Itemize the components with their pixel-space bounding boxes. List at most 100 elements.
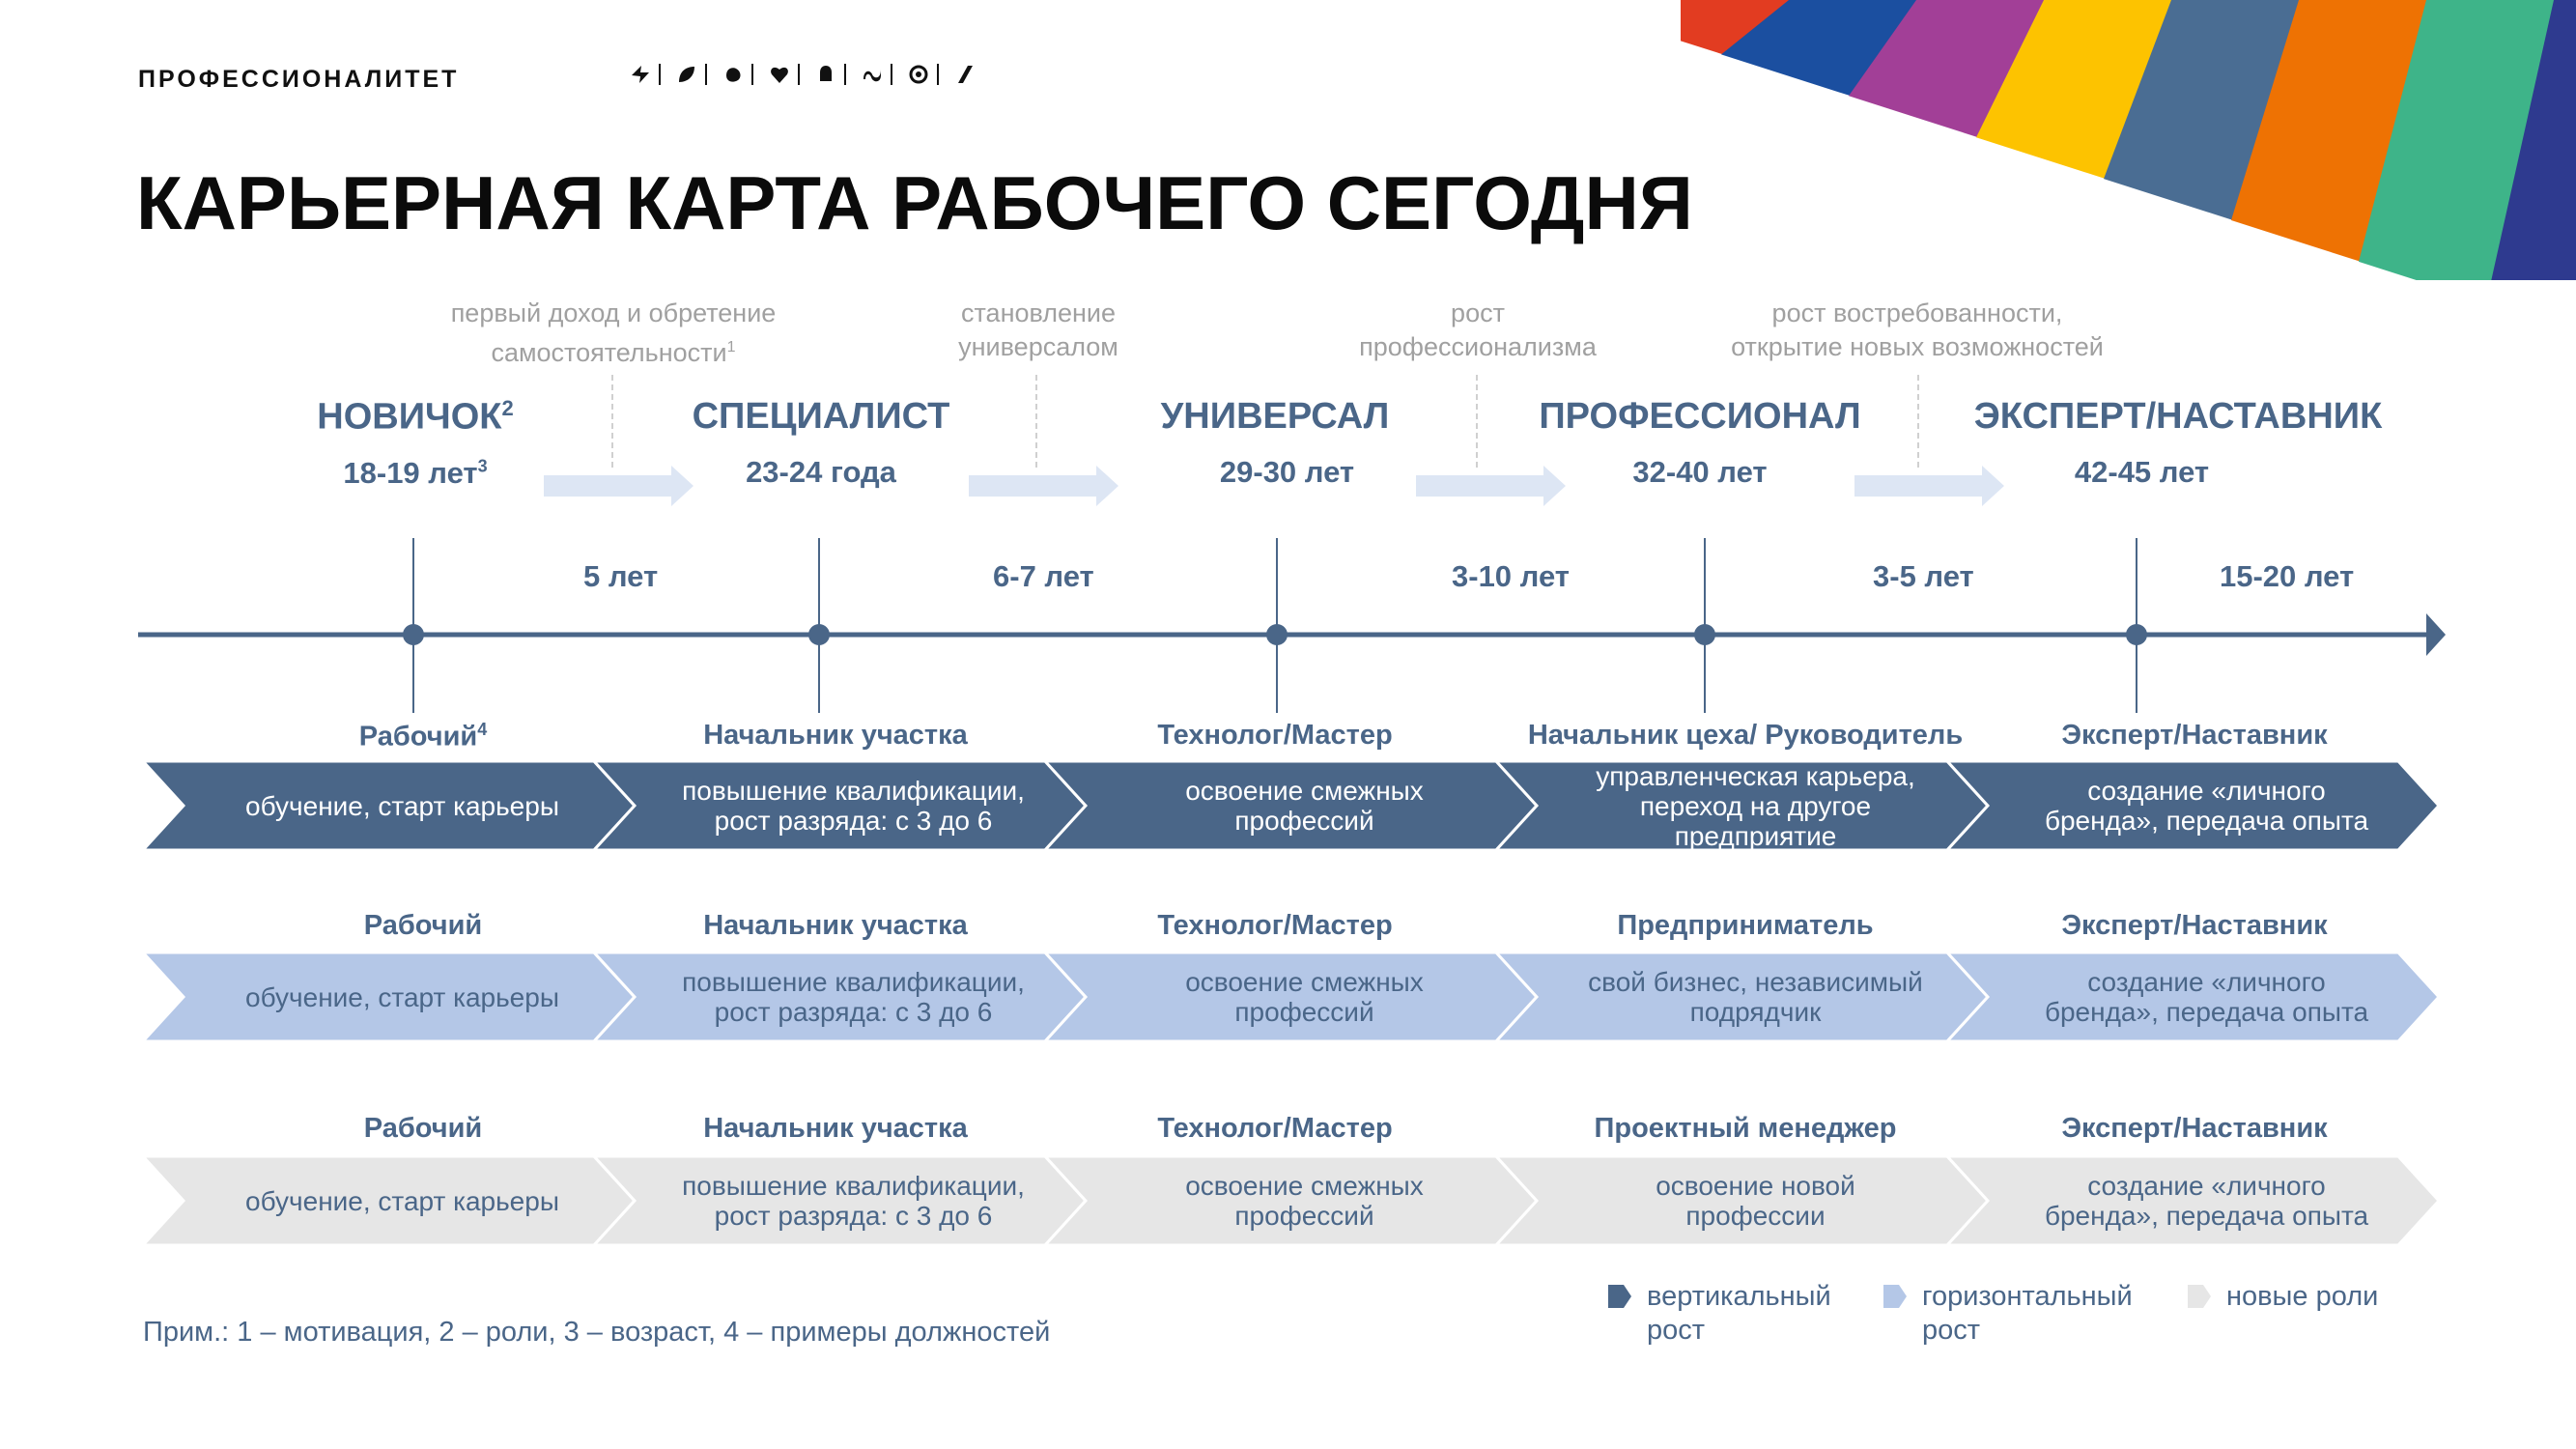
stripe-6 — [2231, 0, 2428, 262]
stage-universal: УНИВЕРСАЛ 29-30 лет — [1111, 396, 1439, 490]
footnote-marker-3: 3 — [477, 456, 488, 476]
legend-item-new-roles: новые роли — [2186, 1280, 2378, 1314]
track-vertical-segment-3: освоение смежных профессий — [1185, 776, 1424, 836]
motivation-label-1: первый доход и обретение самостоятельнос… — [450, 298, 777, 367]
ring-shape-icon — [909, 65, 928, 84]
stage-novice: НОВИЧОК2 18-19 лет3 — [270, 396, 560, 491]
stage-age: 29-30 лет — [1219, 455, 1355, 489]
track-new-roles-position-2: Начальник участка — [604, 1113, 1067, 1145]
stage-expert: ЭКСПЕРТ/НАСТАВНИК 42-45 лет — [1946, 396, 2410, 490]
decorative-stripes — [1681, 0, 2576, 280]
track-vertical-segment-4: управленческая карьера, переход на друго… — [1596, 760, 1915, 851]
duration-3: 3-10 лет — [1452, 559, 1570, 593]
track-horizontal-segment-5: создание «личного бренда», передача опыт… — [2044, 967, 2369, 1027]
timeline-marker-5 — [2126, 624, 2147, 645]
legend-label: горизонтальный рост — [1922, 1281, 2133, 1346]
legend-item-horizontal: горизонтальный рост — [1882, 1280, 2133, 1348]
duration-4: 3-5 лет — [1873, 559, 1974, 593]
track-horizontal-chevrons — [139, 952, 2442, 1043]
position-label: Технолог/Мастер — [1157, 1113, 1393, 1144]
legend-label: вертикальный рост — [1647, 1281, 1831, 1346]
footnote-marker-2: 2 — [501, 396, 514, 420]
stage-age: 42-45 лет — [2074, 455, 2210, 489]
divider-3 — [1476, 375, 1478, 468]
stripe-7 — [2359, 0, 2556, 280]
position-label: Предприниматель — [1617, 910, 1874, 941]
track-horizontal-chevron-5 — [1943, 952, 2442, 1043]
track-new-roles-position-3: Технолог/Мастер — [1043, 1113, 1507, 1145]
timeline-arrowhead — [2426, 613, 2446, 656]
stage-role: ЭКСПЕРТ/НАСТАВНИК — [1973, 396, 2383, 437]
track-horizontal-position-1: Рабочий — [191, 910, 655, 942]
track-vertical-chevron-5 — [1943, 761, 2442, 852]
track-vertical-position-5: Эксперт/Наставник — [1963, 720, 2426, 752]
stage-specialist: СПЕЦИАЛИСТ 23-24 года — [657, 396, 985, 490]
brand-glyph-row — [630, 64, 983, 85]
timeline-marker-4 — [1694, 624, 1715, 645]
track-vertical-chevrons — [139, 761, 2442, 852]
legend-label: новые роли — [2226, 1281, 2379, 1312]
stage-role: НОВИЧОК — [317, 396, 502, 438]
legend: вертикальный рост горизонтальный рост но… — [1606, 1280, 2572, 1357]
track-new-roles-segment-2: повышение квалификации, рост разряда: с … — [682, 1171, 1025, 1231]
duration-2: 6-7 лет — [993, 559, 1094, 593]
footnote-marker-1: 1 — [726, 339, 736, 355]
stage-role: ПРОФЕССИОНАЛ — [1539, 396, 1861, 437]
track-vertical-position-3: Технолог/Мастер — [1043, 720, 1507, 752]
stage-arrow-1 — [544, 466, 694, 506]
stage-age: 23-24 года — [746, 455, 896, 489]
stage-age: 32-40 лет — [1632, 455, 1768, 489]
slash-shape-icon — [958, 66, 973, 83]
position-label: Рабочий — [363, 910, 483, 941]
timeline — [138, 538, 2446, 713]
page-title: КАРЬЕРНАЯ КАРТА РАБОЧЕГО СЕГОДНЯ — [136, 160, 1693, 245]
divider-1 — [611, 375, 613, 468]
track-new-roles-segment-4: освоение новой профессии — [1656, 1171, 1855, 1231]
footnote-note: Прим.: 1 – мотивация, 2 – роли, 3 – возр… — [143, 1317, 1051, 1348]
brand-logo-text: ПРОФЕССИОНАЛИТЕТ — [138, 66, 460, 93]
track-new-roles-chevron-5 — [1943, 1156, 2442, 1247]
stage-arrow-4 — [1854, 466, 2004, 506]
track-horizontal-segment-1: обучение, старт карьеры — [245, 981, 559, 1012]
track-horizontal-segment-2: повышение квалификации, рост разряда: с … — [682, 967, 1025, 1027]
track-new-roles-position-5: Эксперт/Наставник — [1963, 1113, 2426, 1145]
position-label: Начальник участка — [703, 720, 968, 751]
track-horizontal-segment-4: свой бизнес, независимый подрядчик — [1588, 967, 1923, 1027]
bolt-shape-icon — [632, 66, 649, 83]
stage-role: УНИВЕРСАЛ — [1160, 396, 1390, 437]
track-horizontal-position-5: Эксперт/Наставник — [1963, 910, 2426, 942]
heart-shape-icon — [771, 67, 788, 83]
legend-swatch-vertical — [1608, 1285, 1631, 1308]
position-label: Эксперт/Наставник — [2061, 910, 2328, 941]
track-vertical-segment-1: обучение, старт карьеры — [245, 790, 559, 821]
track-new-roles-chevrons — [139, 1156, 2442, 1247]
legend-swatch-new-roles — [2188, 1285, 2211, 1308]
track-vertical-position-4: Начальник цеха/ Руководитель — [1514, 720, 1977, 752]
divider-2 — [1035, 375, 1037, 468]
duration-1: 5 лет — [583, 559, 659, 593]
position-label: Проектный менеджер — [1594, 1113, 1897, 1144]
stage-arrow-2 — [969, 466, 1118, 506]
track-horizontal-position-2: Начальник участка — [604, 910, 1067, 942]
track-vertical-segment-5: создание «личного бренда», передача опыт… — [2044, 776, 2369, 836]
position-label: Рабочий — [363, 1113, 483, 1144]
track-vertical-position-2: Начальник участка — [604, 720, 1067, 752]
track-new-roles-segment-5: создание «личного бренда», передача опыт… — [2044, 1171, 2369, 1231]
position-label: Эксперт/Наставник — [2061, 720, 2328, 751]
timeline-marker-2 — [808, 624, 830, 645]
track-horizontal-position-4: Предприниматель — [1514, 910, 1977, 942]
track-new-roles-position-1: Рабочий — [191, 1113, 655, 1145]
track-new-roles-segment-3: освоение смежных профессий — [1185, 1171, 1424, 1231]
stage-role: СПЕЦИАЛИСТ — [692, 396, 950, 437]
blob-shape-icon — [726, 68, 741, 82]
stage-professional: ПРОФЕССИОНАЛ 32-40 лет — [1507, 396, 1893, 490]
motivation-label-2: становление универсалом — [958, 298, 1118, 361]
divider-4 — [1917, 375, 1919, 468]
bell-shape-icon — [820, 66, 832, 81]
leaf-shape-icon — [679, 67, 694, 82]
stage-age: 18-19 лет — [343, 455, 478, 490]
track-new-roles-segment-1: обучение, старт карьеры — [245, 1185, 559, 1216]
duration-5: 15-20 лет — [2220, 559, 2355, 593]
stripe-1 — [1681, 0, 1791, 55]
stripe-2 — [1721, 0, 1918, 97]
